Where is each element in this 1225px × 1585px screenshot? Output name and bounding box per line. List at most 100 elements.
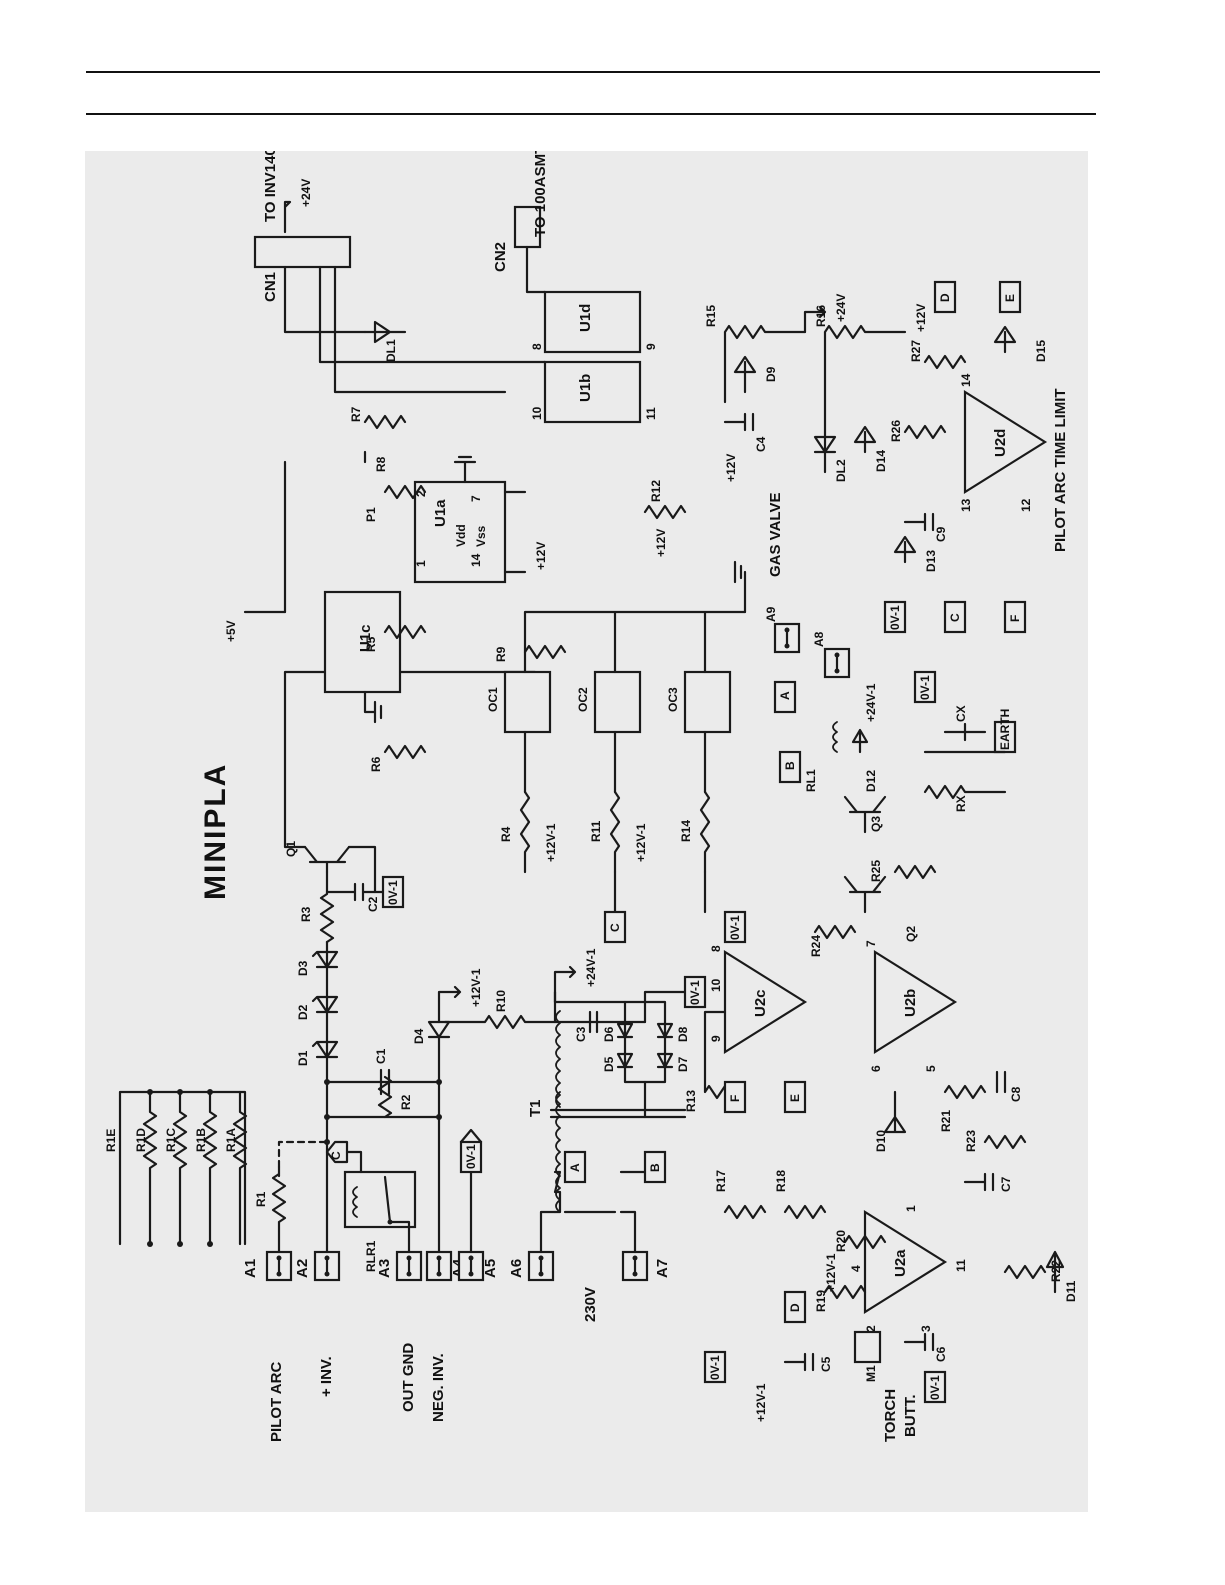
opamp-u2c: U2c 8 9 10 E R13 (684, 945, 808, 1114)
port-c-rlr1: C (329, 1151, 343, 1160)
label-pilot-arc-time-limit: PILOT ARC TIME LIMIT (1052, 388, 1069, 552)
rail-24v1-bridge: +24V-1 (584, 948, 598, 987)
label-d7: D7 (676, 1056, 690, 1072)
pin-6-u2b: 6 (869, 1065, 883, 1072)
q2-q3-section: Q3 Q2 R25 R24 (809, 795, 937, 957)
label-r24: R24 (809, 935, 823, 957)
schematic-title: MINIPLA (199, 763, 232, 900)
label-u1c: U1c (357, 624, 374, 652)
pin-9-u2c: 9 (709, 1035, 723, 1042)
optocouplers: OC1 OC2 OC3 +12V-1 +12V-1 R4 R11 R14 C 0… (486, 560, 747, 944)
pilot-arc-time-limit: U2d 14 13 12 PILOT ARC TIME LIMIT D15 E … (853, 280, 1069, 634)
schematic-scan: MINIPLA A1 PILOT ARC A2 + INV. A3 OUT GN… (85, 151, 1088, 1512)
label-m1: M1 (864, 1365, 878, 1382)
connector-cn2: CN2 TO 100ASMT (492, 151, 549, 294)
earth-section: 0V-1 EARTH CX RX (913, 670, 1017, 812)
label-u1a: U1a (432, 499, 449, 527)
rail-24v1-rl1: +24V-1 (864, 683, 878, 722)
label-c7: C7 (999, 1176, 1013, 1192)
label-r1a: R1A (224, 1128, 238, 1152)
pin-2: 2 (414, 490, 428, 497)
port-c-r11: C (608, 923, 622, 932)
label-r3: R3 (299, 906, 313, 922)
pin-2-u2a: 2 (864, 1325, 878, 1332)
label-out-gnd: OUT GND (400, 1343, 417, 1412)
label-t1: T1 (527, 1099, 544, 1117)
label-butt: BUTT. (902, 1395, 919, 1438)
label-cx: CX (954, 705, 968, 722)
rail-ov1-q1: 0V-1 (386, 880, 400, 905)
rail-12v-c4: +12V (724, 454, 738, 482)
label-r26: R26 (889, 420, 903, 442)
label-r2: R2 (399, 1094, 413, 1110)
label-d13: D13 (924, 550, 938, 572)
opamp-u2a: U2a 2 3 1 4 11 +12V-1 C7 R22 D11 R23 C6 (824, 1130, 1078, 1362)
rail-12v-r12: +12V (654, 529, 668, 557)
label-u2b: U2b (902, 989, 919, 1017)
label-r21: R21 (939, 1110, 953, 1132)
label-r1b: R1B (194, 1128, 208, 1152)
label-r27: R27 (909, 340, 923, 362)
label-r8: R8 (374, 456, 388, 472)
label-oc2: OC2 (576, 687, 590, 712)
connector-a6: A6 (508, 1250, 555, 1282)
label-u1d: U1d (577, 304, 594, 332)
label-r19: R19 (814, 1290, 828, 1312)
label-d15: D15 (1034, 340, 1048, 362)
label-r7: R7 (349, 406, 363, 422)
pin-4-u2a: 4 (849, 1265, 863, 1272)
input-connectors: A1 PILOT ARC A2 + INV. A3 OUT GND A4 NEG… (242, 1250, 671, 1442)
connector-label-a3: A3 (376, 1259, 393, 1278)
header-rule-bottom (86, 113, 1096, 115)
rail-ov1-torch: 0V-1 (928, 1375, 942, 1400)
label-r11: R11 (589, 820, 603, 842)
rail-12v-r16: +12V (914, 304, 928, 332)
transformer-t1: T1 A B D5 D6 D7 D8 R10 +24V-1 C3 (443, 948, 707, 1254)
label-c2: C2 (366, 896, 380, 912)
label-d14: D14 (874, 450, 888, 472)
rail-12v1-c5: +12V-1 (754, 1383, 768, 1422)
ov1-a5: 0V-1 (459, 1128, 483, 1254)
label-r6: R6 (369, 756, 383, 772)
label-r5: R5 (364, 636, 378, 652)
label-r12: R12 (649, 480, 663, 502)
port-e-u2c: E (788, 1094, 802, 1102)
label-230v: 230V (582, 1287, 599, 1322)
label-q2: Q2 (904, 926, 918, 942)
pin-10-u2c: 10 (709, 978, 723, 992)
label-d4: D4 (412, 1028, 426, 1044)
connector-label-a9: A9 (764, 606, 778, 622)
label-dl1: DL1 (384, 339, 398, 362)
label-vdd: Vdd (454, 524, 468, 547)
label-rx: RX (954, 795, 968, 812)
label-u1b: U1b (577, 374, 594, 402)
label-d11: D11 (1064, 1280, 1078, 1302)
label-r18: R18 (774, 1170, 788, 1192)
label-rl1: RL1 (804, 769, 818, 792)
label-pilot-arc: PILOT ARC (268, 1362, 285, 1442)
label-cn2: CN2 (492, 242, 509, 272)
label-p1: P1 (364, 507, 378, 522)
label-u2c: U2c (752, 989, 769, 1017)
connector-a3: A3 OUT GND (376, 1250, 423, 1412)
label-to-100asmt: TO 100ASMT (532, 151, 549, 237)
resistor-r12: R12 +12V (643, 480, 687, 557)
rail-earth: EARTH (998, 709, 1012, 750)
pin-1-u2a: 1 (904, 1205, 918, 1212)
label-c4: C4 (754, 436, 768, 452)
label-c9: C9 (934, 526, 948, 542)
pin-10: 10 (530, 406, 544, 420)
connector-label-a6: A6 (508, 1259, 525, 1278)
label-r1e: R1E (104, 1129, 118, 1152)
connector-label-a7: A7 (654, 1259, 671, 1278)
rail-12v1-oc2: +12V-1 (634, 823, 648, 862)
connector-cn1: CN1 TO INV140A +24V DL1 (253, 151, 547, 394)
label-d6: D6 (602, 1026, 616, 1042)
connector-label-a5: A5 (482, 1259, 499, 1278)
label-r17: R17 (714, 1170, 728, 1192)
pin-8: 8 (530, 343, 544, 350)
pin-3-u2a: 3 (919, 1325, 933, 1332)
label-c8: C8 (1009, 1086, 1023, 1102)
label-c3: C3 (574, 1026, 588, 1042)
rotated-schematic: MINIPLA A1 PILOT ARC A2 + INV. A3 OUT GN… (104, 151, 1078, 1442)
